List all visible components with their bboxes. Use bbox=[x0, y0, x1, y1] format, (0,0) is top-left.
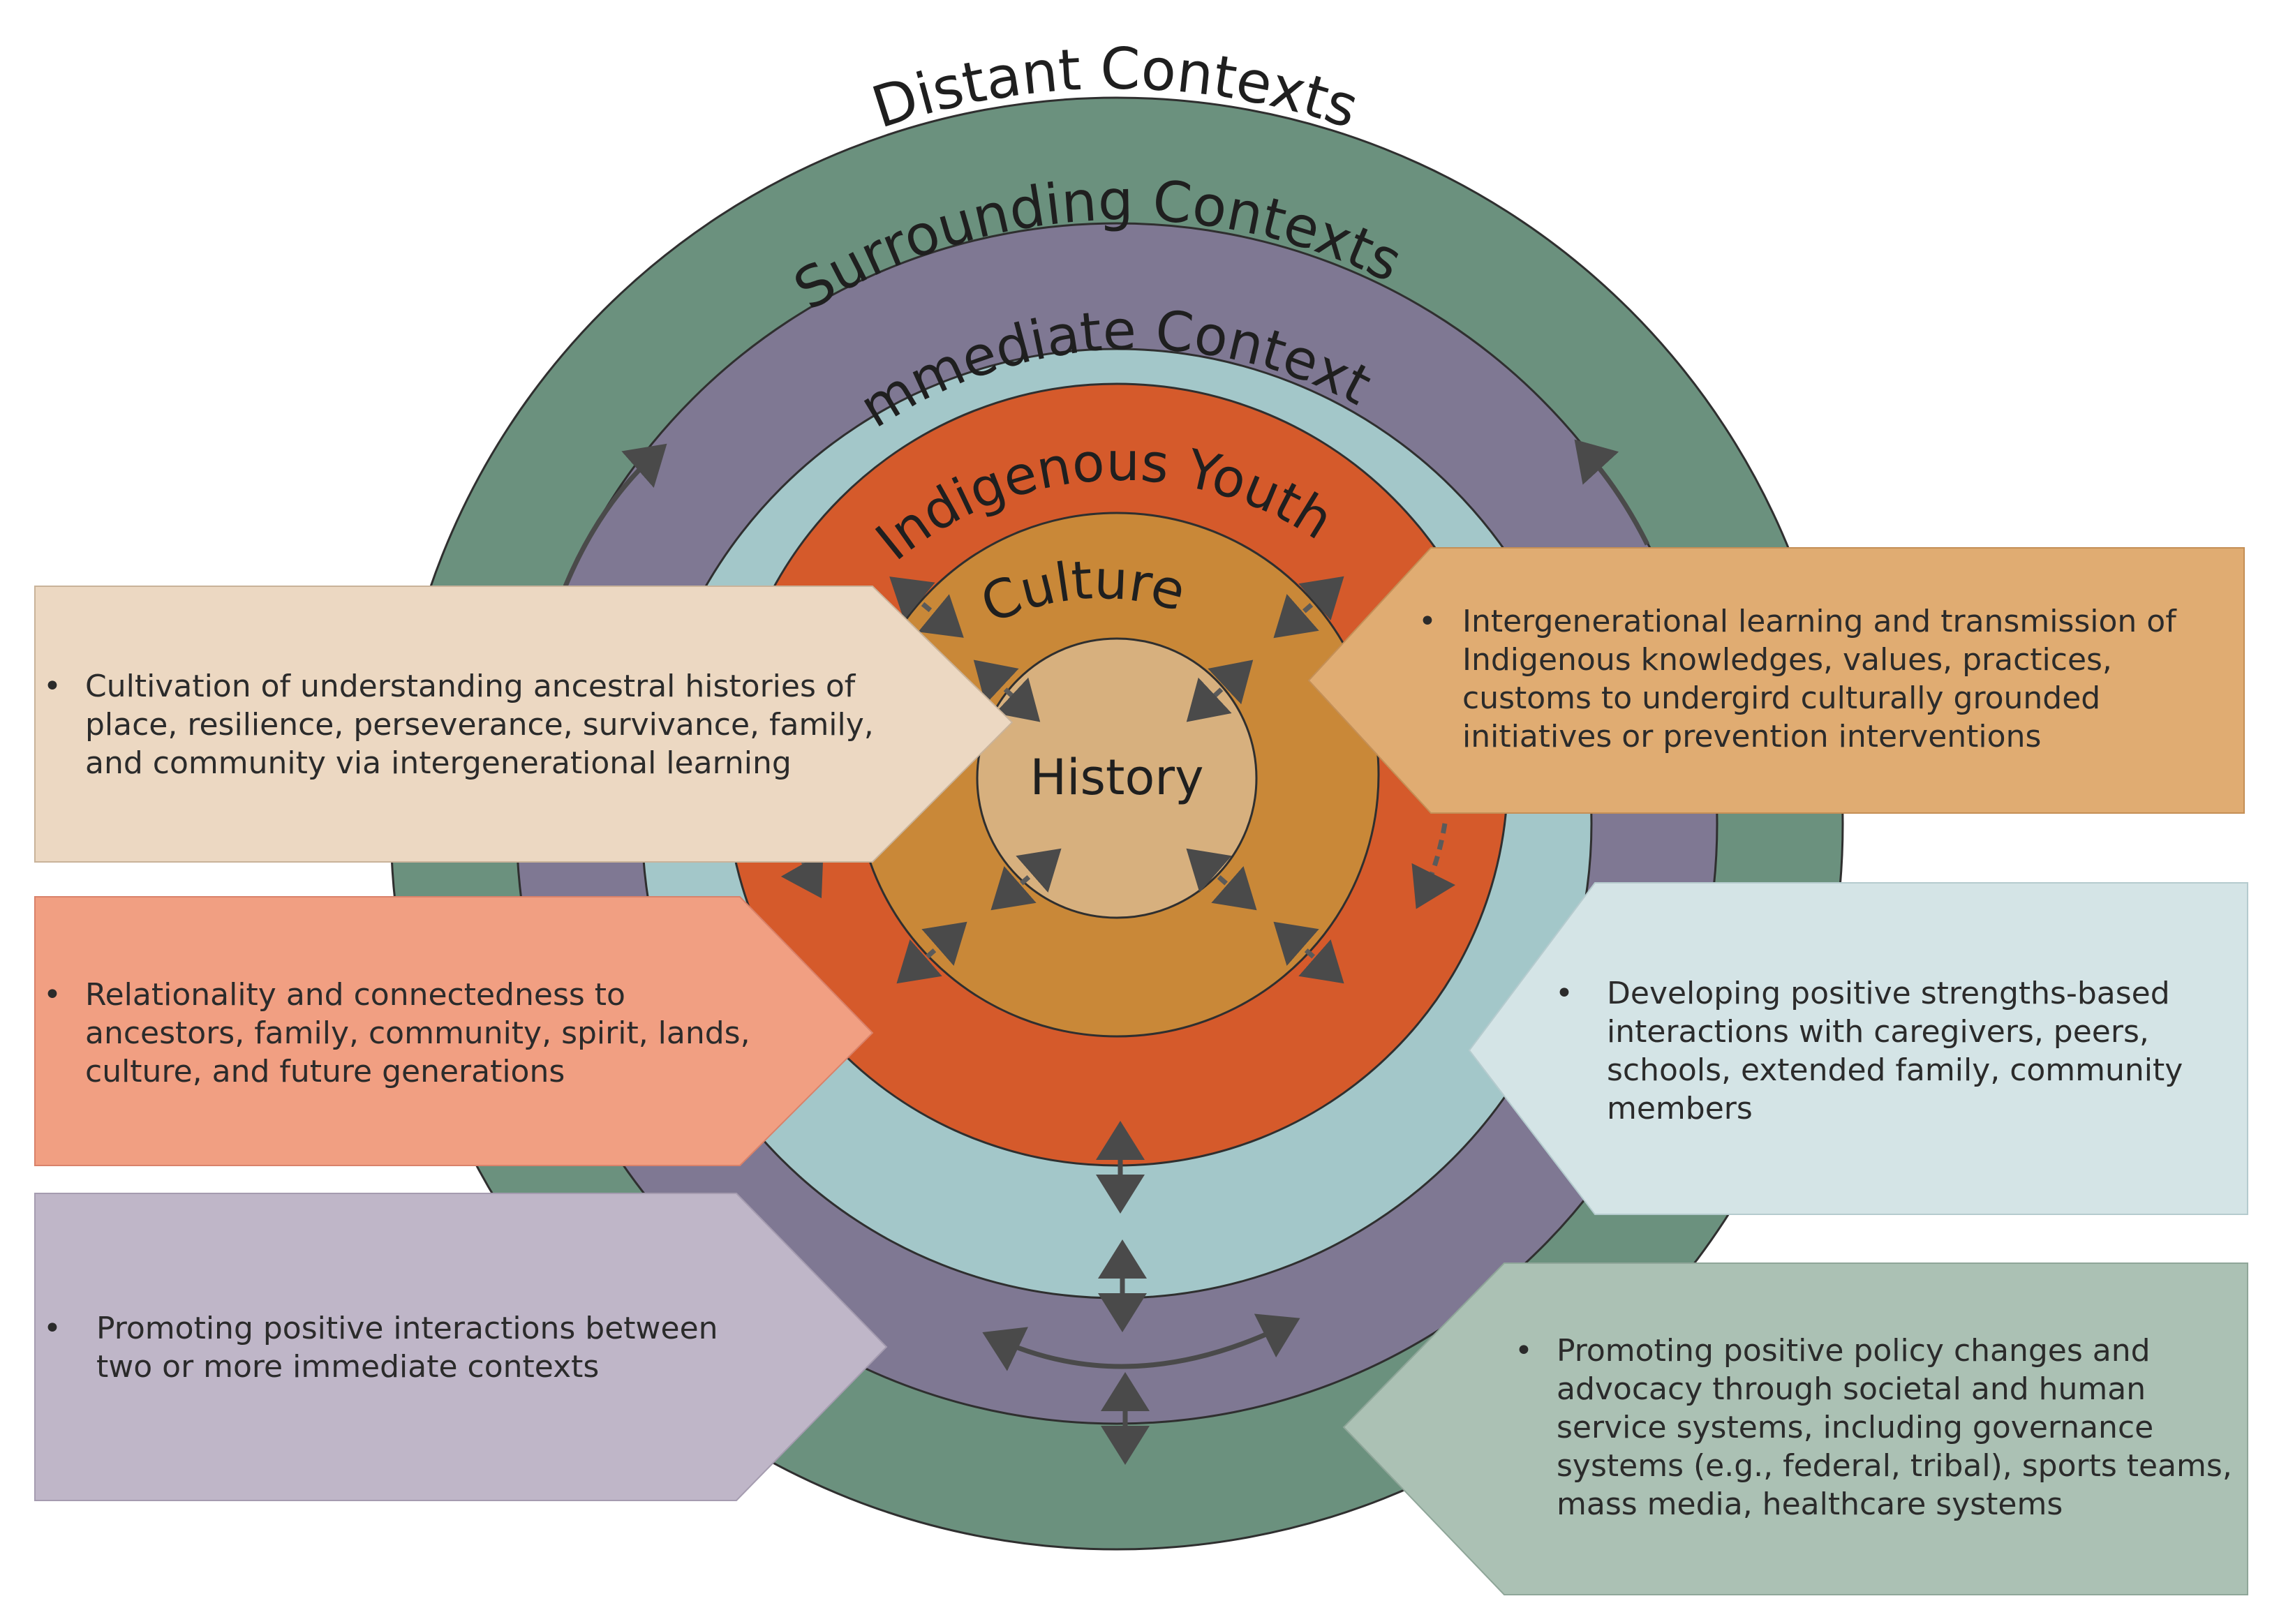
two-way-arrow-ll-inner bbox=[990, 848, 1062, 911]
box-left-mid-line-1: Relationality and connectedness to bbox=[85, 977, 625, 1013]
box-right-mid-line-1: Developing positive strengths-based bbox=[1607, 976, 2170, 1011]
box-left-top-line-3: and community via intergenerational lear… bbox=[85, 745, 792, 781]
curved-two-way-arrow-bottom bbox=[982, 1313, 1300, 1371]
label-history: History bbox=[1030, 749, 1203, 806]
bullet-left-top: • bbox=[43, 669, 61, 704]
box-right-bottom-line-5: mass media, healthcare systems bbox=[1557, 1487, 2063, 1522]
box-right-top-line-2: Indigenous knowledges, values, practices… bbox=[1462, 642, 2112, 678]
interaction-arrows bbox=[563, 439, 1650, 1465]
box-right-mid-line-2: interactions with caregivers, peers, bbox=[1607, 1014, 2149, 1050]
two-way-arrow-ul-outer bbox=[889, 576, 964, 638]
bullet-left-mid: • bbox=[43, 977, 61, 1013]
box-left-top-line-1: Cultivation of understanding ancestral h… bbox=[85, 669, 856, 704]
bullet-right-bottom: • bbox=[1515, 1333, 1533, 1369]
box-right-bottom: • Promoting positive policy changes and … bbox=[1342, 1262, 2248, 1595]
curved-arrow-upper-right bbox=[1574, 439, 1650, 546]
two-way-arrow-ll-outer bbox=[896, 921, 967, 984]
box-left-bottom-line-1: Promoting positive interactions between bbox=[96, 1311, 718, 1346]
box-right-mid-line-4: members bbox=[1607, 1091, 1753, 1126]
box-right-top-line-4: initiatives or prevention interventions bbox=[1462, 719, 2041, 754]
bullet-left-bottom: • bbox=[43, 1311, 61, 1346]
box-left-mid-line-3: culture, and future generations bbox=[85, 1054, 565, 1089]
box-right-mid-line-3: schools, extended family, community bbox=[1607, 1052, 2183, 1088]
bullet-right-mid: • bbox=[1555, 976, 1573, 1011]
box-left-bottom: • Promoting positive interactions betwee… bbox=[34, 1193, 888, 1501]
box-right-mid: • Developing positive strengths-based in… bbox=[1468, 882, 2248, 1215]
two-way-arrow-ur-outer bbox=[1273, 576, 1344, 639]
two-way-arrow-ul-inner bbox=[973, 660, 1041, 722]
box-right-bottom-line-3: service systems, including governance bbox=[1557, 1410, 2153, 1445]
box-right-bottom-line-1: Promoting positive policy changes and bbox=[1557, 1333, 2151, 1369]
dashed-arrow-right bbox=[1411, 823, 1456, 909]
box-left-top: • Cultivation of understanding ancestral… bbox=[34, 586, 1014, 863]
box-right-top: • Intergenerational learning and transmi… bbox=[1307, 547, 2245, 814]
box-left-mid-line-2: ancestors, family, community, spirit, la… bbox=[85, 1015, 750, 1051]
box-right-top-line-3: customs to undergird culturally grounded bbox=[1462, 680, 2100, 716]
curved-arrow-upper-left bbox=[563, 443, 667, 588]
box-left-top-line-2: place, resilience, perseverance, surviva… bbox=[85, 707, 874, 743]
box-right-bottom-line-4: systems (e.g., federal, tribal), sports … bbox=[1557, 1448, 2232, 1484]
box-left-mid: • Relationality and connectedness to anc… bbox=[34, 896, 874, 1166]
two-way-arrow-lr-inner bbox=[1186, 848, 1257, 911]
two-way-arrow-lr-outer bbox=[1273, 921, 1344, 984]
bullet-right-top: • bbox=[1418, 604, 1437, 639]
box-right-top-line-1: Intergenerational learning and transmiss… bbox=[1462, 604, 2177, 639]
box-left-bottom-line-2: two or more immediate contexts bbox=[96, 1349, 599, 1385]
two-way-arrow-ur-inner bbox=[1186, 660, 1254, 722]
box-right-bottom-line-2: advocacy through societal and human bbox=[1557, 1371, 2146, 1407]
